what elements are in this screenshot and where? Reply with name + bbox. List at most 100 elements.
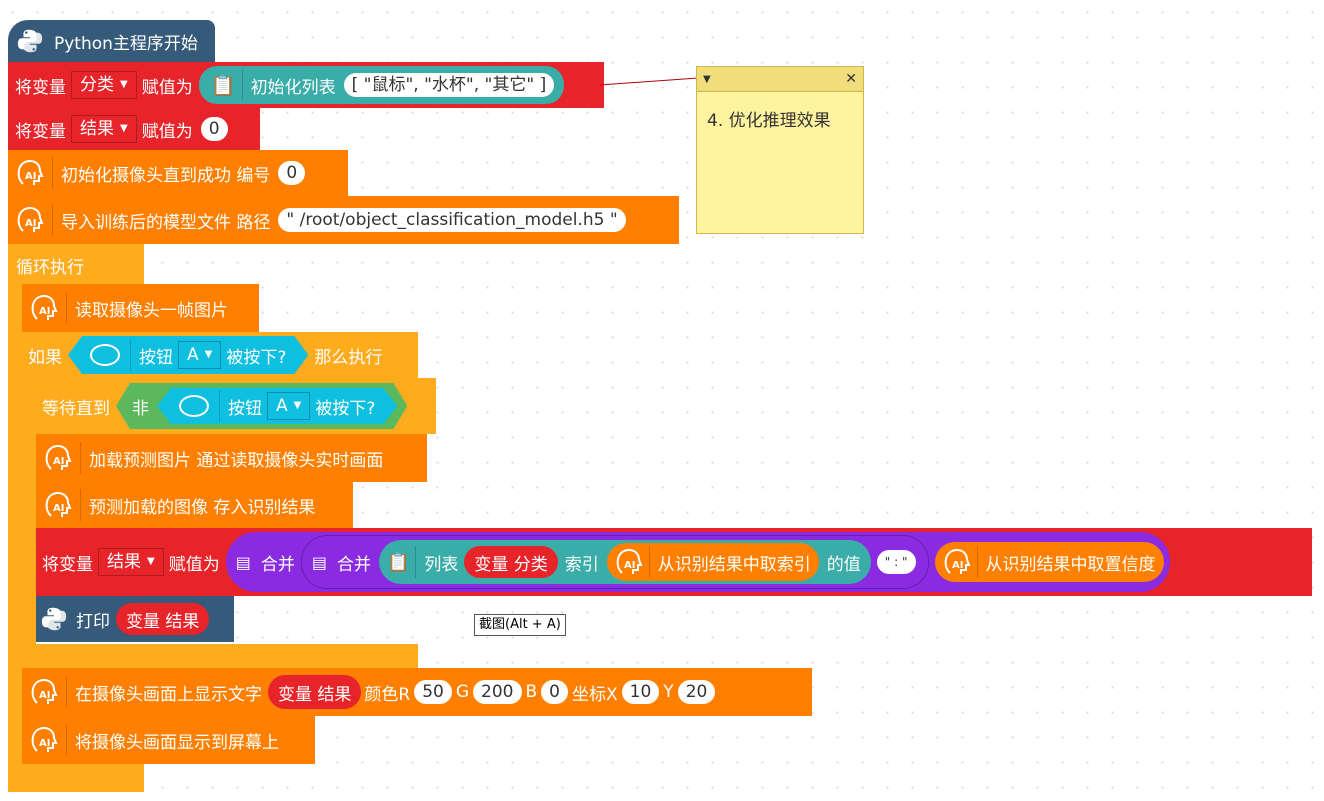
value-of-label: 的值: [826, 554, 861, 575]
loop-footer: [8, 764, 144, 792]
then-label: 那么执行: [314, 347, 383, 368]
separator: [52, 204, 53, 236]
variable-pill-result[interactable]: 变量 结果: [268, 675, 362, 709]
init-list-block[interactable]: 📋 初始化列表 [ "鼠标", "水杯", "其它" ]: [198, 66, 565, 104]
triangle-down-icon[interactable]: ▼: [703, 73, 711, 85]
wait-until-label: 等待直到: [42, 398, 110, 419]
variable-pill-category[interactable]: 变量 分类: [464, 546, 558, 578]
list-value-field[interactable]: [ "鼠标", "水杯", "其它" ]: [343, 73, 555, 97]
loop-block[interactable]: 循环执行: [8, 244, 144, 284]
display-text-block[interactable]: 在摄像头画面上显示文字 变量 结果 颜色R 50 G 200 B 0 坐标X 1…: [22, 668, 812, 716]
button-pressed-condition[interactable]: 按钮 A▼ 被按下?: [68, 336, 308, 374]
wait-until-block[interactable]: 等待直到 非 按钮 A▼ 被按下?: [36, 378, 436, 434]
comment-text[interactable]: 4. 优化推理效果: [707, 111, 831, 131]
text-merge-icon: ▤: [311, 552, 327, 572]
separator: [80, 442, 81, 474]
read-frame-label: 读取摄像头一帧图片: [75, 300, 228, 321]
separator: [52, 157, 53, 189]
set-var-label: 将变量: [15, 121, 66, 142]
ai-head-icon: [28, 293, 58, 323]
set-variable-block-result-merge[interactable]: 将变量 结果▼ 赋值为 ▤ 合并 ▤ 合并 📋 列表 变量 分类 索引 从识别结…: [36, 528, 1312, 596]
load-image-label: 加载预测图片 通过读取摄像头实时画面: [89, 450, 384, 471]
separator: [241, 69, 243, 101]
dropdown-arrow-icon: ▼: [293, 400, 302, 411]
coord-x-field[interactable]: 10: [621, 680, 660, 704]
predict-label: 预测加载的图像 存入识别结果: [89, 497, 316, 518]
separator-string-field[interactable]: " : ": [876, 550, 916, 574]
screenshot-tooltip: 截图(Alt + A): [474, 614, 566, 636]
coord-y-field[interactable]: 20: [677, 680, 716, 704]
import-model-block[interactable]: 导入训练后的模型文件 路径 " /root/object_classificat…: [8, 196, 679, 244]
ai-head-icon: [613, 547, 643, 577]
merge-block-outer[interactable]: ▤ 合并 ▤ 合并 📋 列表 变量 分类 索引 从识别结果中取索引 的值 " :…: [225, 532, 1170, 592]
color-b-field[interactable]: 0: [541, 680, 568, 704]
take-confidence-block[interactable]: 从识别结果中取置信度: [934, 542, 1164, 582]
show-screen-block[interactable]: 将摄像头画面显示到屏幕上: [22, 716, 315, 764]
dropdown-arrow-icon: ▼: [120, 123, 128, 134]
ai-head-icon: [14, 205, 44, 235]
if-label: 如果: [28, 347, 62, 368]
list-index-block[interactable]: 📋 列表 变量 分类 索引 从识别结果中取索引 的值: [378, 540, 871, 584]
merge-block-inner[interactable]: ▤ 合并 📋 列表 变量 分类 索引 从识别结果中取索引 的值 " : ": [300, 535, 929, 589]
separator: [219, 390, 220, 422]
start-label: Python主程序开始: [54, 33, 198, 54]
if-footer: [22, 644, 418, 668]
comment-note[interactable]: ▼ ✕ 4. 优化推理效果: [696, 66, 864, 234]
variable-dropdown-result[interactable]: 结果▼: [98, 548, 164, 576]
dropdown-arrow-icon: ▼: [147, 556, 155, 567]
button-icon: [90, 344, 120, 366]
take-index-label: 从识别结果中取索引: [657, 554, 811, 575]
model-path-field[interactable]: " /root/object_classification_model.h5 ": [278, 208, 626, 232]
color-g-field[interactable]: 200: [473, 680, 522, 704]
merge-label: 合并: [336, 554, 371, 575]
if-block[interactable]: 如果 按钮 A▼ 被按下? 那么执行: [22, 332, 418, 378]
print-label: 打印: [76, 611, 110, 632]
ai-head-icon: [28, 725, 58, 755]
set-variable-block-category[interactable]: 将变量 分类▼ 赋值为 📋 初始化列表 [ "鼠标", "水杯", "其它" ]: [8, 62, 604, 108]
ai-head-icon: [941, 547, 971, 577]
set-var-label: 将变量: [15, 77, 66, 98]
not-condition[interactable]: 非 按钮 A▼ 被按下?: [116, 383, 407, 429]
button-icon: [179, 395, 209, 417]
display-text-label: 在摄像头画面上显示文字: [75, 684, 262, 705]
clipboard-list-icon: 📋: [210, 73, 236, 97]
if-body-rail: [22, 378, 36, 644]
take-confidence-label: 从识别结果中取置信度: [985, 554, 1156, 575]
load-image-block[interactable]: 加载预测图片 通过读取摄像头实时画面: [36, 434, 427, 482]
assign-label: 赋值为: [141, 121, 193, 142]
close-icon[interactable]: ✕: [845, 71, 857, 87]
dropdown-arrow-icon: ▼: [120, 79, 128, 90]
button-label: 按钮: [228, 398, 262, 419]
separator: [415, 546, 417, 578]
read-frame-block[interactable]: 读取摄像头一帧图片: [22, 284, 259, 332]
assign-label: 赋值为: [168, 554, 220, 575]
variable-pill-result[interactable]: 变量 结果: [116, 603, 210, 635]
init-list-label: 初始化列表: [250, 77, 336, 98]
camera-index-field[interactable]: 0: [278, 161, 306, 185]
python-start-block[interactable]: Python主程序开始: [8, 20, 215, 62]
result-init-value[interactable]: 0: [200, 117, 228, 141]
variable-dropdown-result[interactable]: 结果▼: [71, 115, 137, 143]
init-camera-block[interactable]: 初始化摄像头直到成功 编号 0: [8, 150, 348, 196]
separator: [66, 724, 67, 756]
index-label: 索引: [564, 554, 599, 575]
color-r-field[interactable]: 50: [414, 680, 452, 704]
ai-head-icon: [14, 158, 44, 188]
predict-block[interactable]: 预测加载的图像 存入识别结果: [36, 482, 353, 528]
print-block[interactable]: 打印 变量 结果: [36, 596, 234, 642]
text-merge-icon: ▤: [235, 552, 251, 572]
set-variable-block-result[interactable]: 将变量 结果▼ 赋值为 0: [8, 108, 260, 150]
pressed-label: 被按下?: [226, 347, 287, 368]
button-key-dropdown[interactable]: A▼: [267, 392, 310, 420]
button-label: 按钮: [139, 347, 173, 368]
button-pressed-condition-inner[interactable]: 按钮 A▼ 被按下?: [157, 388, 397, 424]
variable-dropdown-category[interactable]: 分类▼: [71, 71, 137, 99]
take-index-block[interactable]: 从识别结果中取索引: [606, 543, 819, 581]
separator: [648, 546, 650, 578]
not-label: 非: [132, 398, 149, 419]
button-key-dropdown[interactable]: A▼: [178, 341, 221, 369]
separator: [66, 292, 67, 324]
show-screen-label: 将摄像头画面显示到屏幕上: [75, 732, 279, 753]
comment-header[interactable]: ▼ ✕: [697, 67, 863, 92]
import-model-label: 导入训练后的模型文件 路径: [61, 212, 271, 233]
